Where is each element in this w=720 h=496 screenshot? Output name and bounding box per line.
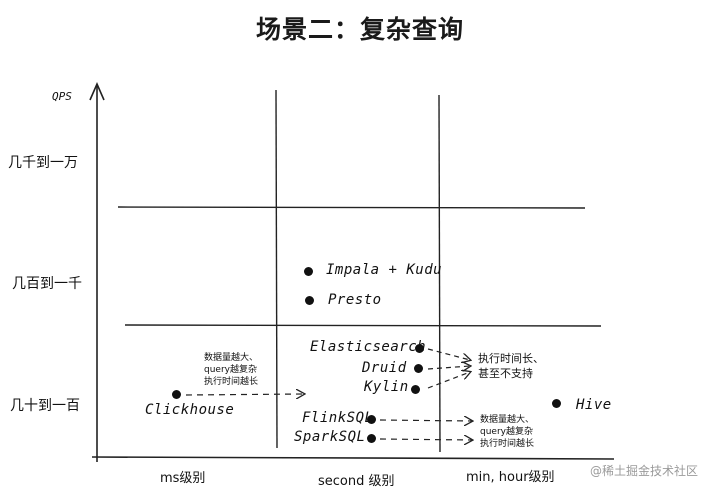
x-level-second: second 级别	[318, 474, 395, 489]
olap-note-line: 甚至不支持	[478, 367, 533, 380]
point-dot-presto	[305, 296, 314, 305]
point-dot-sparksql	[367, 434, 376, 443]
horizontal-divider-1	[117, 206, 586, 209]
sql-engines-note-line: query越复杂	[480, 427, 533, 437]
clickhouse-note: 数据量越大、 query越复杂 执行时间越长	[204, 352, 258, 388]
flinksql-arrow	[379, 420, 472, 421]
point-label-presto: Presto	[328, 292, 382, 308]
point-dot-hive	[552, 399, 561, 408]
point-label-druid: Druid	[362, 360, 407, 376]
y-level-low: 几十到一百	[10, 398, 80, 414]
clickhouse-arrow	[185, 394, 304, 395]
olap-note: 执行时间长、 甚至不支持	[478, 351, 544, 381]
y-level-mid: 几百到一千	[12, 276, 82, 292]
y-axis-label: QPS	[52, 90, 72, 103]
point-dot-impala-kudu	[304, 267, 313, 276]
point-label-kylin: Kylin	[364, 379, 409, 395]
sql-engines-note-line: 数据量越大、	[480, 415, 535, 425]
x-level-minute-hour: min, hour级别	[466, 470, 555, 485]
x-level-ms: ms级别	[160, 471, 206, 486]
clickhouse-note-line: 数据量越大、	[204, 353, 259, 363]
point-dot-druid	[414, 364, 423, 373]
x-axis-line	[91, 456, 615, 460]
druid-arrow	[427, 366, 470, 369]
olap-note-line: 执行时间长、	[478, 352, 544, 365]
sparksql-arrow	[379, 439, 472, 440]
point-dot-elasticsearch	[415, 344, 424, 353]
point-label-clickhouse: Clickhouse	[145, 402, 235, 418]
sql-engines-note-line: 执行时间越长	[480, 439, 535, 449]
clickhouse-note-line: query越复杂	[204, 365, 257, 375]
point-label-impala-kudu: Impala + Kudu	[326, 262, 443, 278]
point-label-sparksql: SparkSQL	[294, 429, 366, 445]
y-axis-arrowhead	[89, 82, 105, 101]
clickhouse-note-line: 执行时间越长	[204, 377, 259, 387]
point-label-elasticsearch: Elasticsearch	[310, 339, 427, 355]
y-level-high: 几千到一万	[8, 155, 78, 171]
point-label-flinksql: FlinkSQL	[302, 410, 374, 426]
page-title: 场景二：复杂查询	[255, 15, 464, 44]
vertical-divider-1	[275, 89, 278, 449]
kylin-arrow	[427, 372, 470, 389]
point-dot-kylin	[411, 385, 420, 394]
watermark: @稀土掘金技术社区	[590, 464, 699, 478]
point-dot-clickhouse	[172, 390, 181, 399]
horizontal-divider-2	[124, 324, 602, 327]
sql-engines-note: 数据量越大、 query越复杂 执行时间越长	[480, 414, 534, 450]
elasticsearch-arrow	[427, 348, 470, 360]
point-label-hive: Hive	[576, 397, 612, 413]
point-dot-flinksql	[367, 415, 376, 424]
vertical-divider-2	[438, 94, 441, 453]
